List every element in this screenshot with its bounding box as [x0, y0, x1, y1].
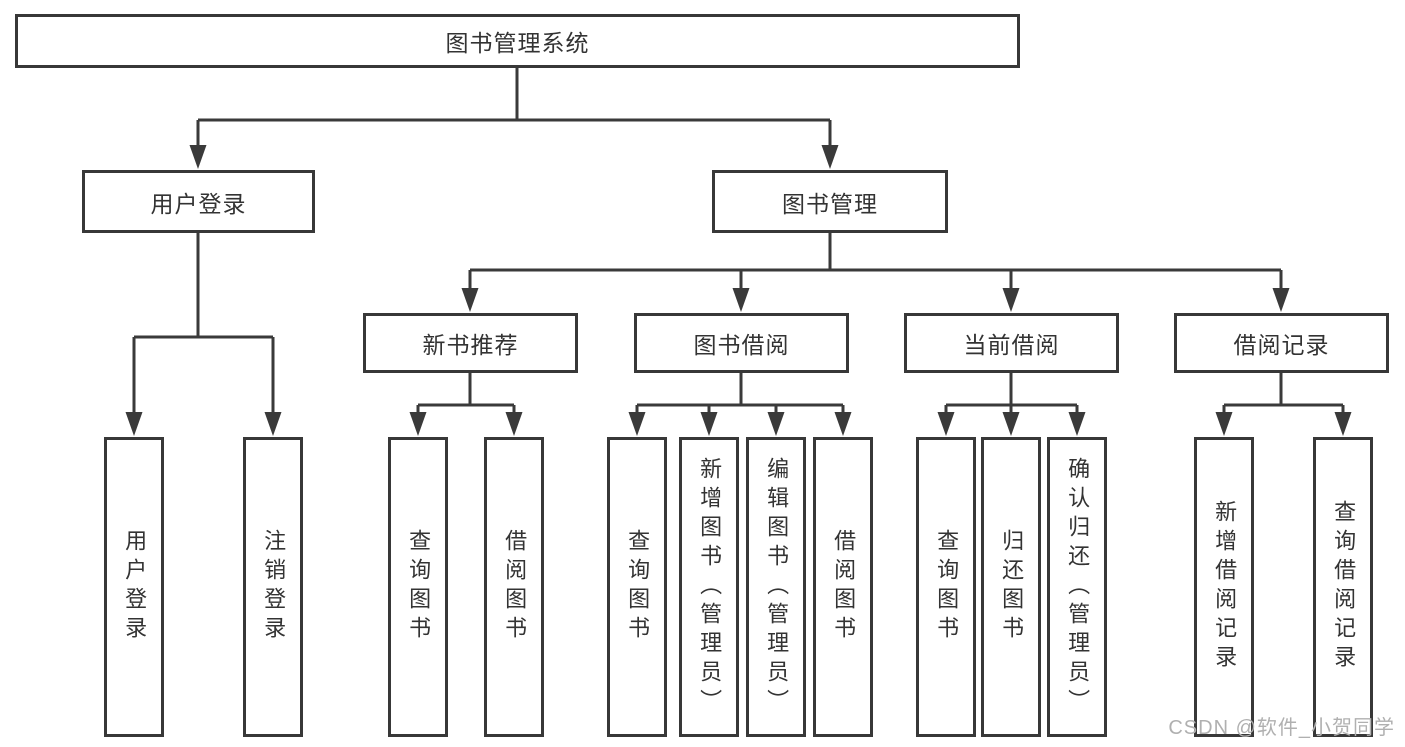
- leaf-query-books-borrow-label: 查询图书: [625, 529, 651, 645]
- node-new-book-recommend-label: 新书推荐: [422, 332, 519, 358]
- node-library-system-label: 图书管理系统: [445, 30, 590, 56]
- leaf-logout: 注销登录: [243, 437, 303, 737]
- node-borrow-records-label: 借阅记录: [1233, 332, 1330, 358]
- leaf-user-login: 用户登录: [104, 437, 164, 737]
- leaf-query-books-recommend: 查询图书: [388, 437, 448, 737]
- leaf-return-book-label: 归还图书: [999, 529, 1025, 645]
- node-book-borrow: 图书借阅: [634, 313, 849, 373]
- node-book-borrow-label: 图书借阅: [693, 332, 790, 358]
- leaf-user-login-label: 用户登录: [122, 529, 148, 645]
- leaf-confirm-return-admin-label: 确认归还（管理员）: [1065, 456, 1091, 718]
- node-new-book-recommend: 新书推荐: [363, 313, 578, 373]
- leaf-add-borrow-record: 新增借阅记录: [1194, 437, 1254, 737]
- leaf-query-borrow-record: 查询借阅记录: [1313, 437, 1373, 737]
- node-book-management-label: 图书管理: [782, 190, 878, 217]
- leaf-confirm-return-admin: 确认归还（管理员）: [1047, 437, 1107, 737]
- leaf-edit-book-admin-label: 编辑图书（管理员）: [764, 456, 790, 718]
- leaf-query-books-borrow: 查询图书: [607, 437, 667, 737]
- leaf-query-books-current: 查询图书: [916, 437, 976, 737]
- leaf-borrow-books-borrow-label: 借阅图书: [831, 529, 857, 645]
- node-library-system: 图书管理系统: [15, 14, 1020, 68]
- node-borrow-records: 借阅记录: [1174, 313, 1389, 373]
- leaf-edit-book-admin: 编辑图书（管理员）: [746, 437, 806, 737]
- node-current-borrow-label: 当前借阅: [963, 332, 1060, 358]
- node-user-login: 用户登录: [82, 170, 315, 233]
- leaf-logout-label: 注销登录: [261, 529, 287, 645]
- leaf-borrow-books-borrow: 借阅图书: [813, 437, 873, 737]
- leaf-add-borrow-record-label: 新增借阅记录: [1212, 500, 1238, 674]
- node-user-login-label: 用户登录: [150, 190, 247, 217]
- node-book-management: 图书管理: [712, 170, 948, 233]
- node-current-borrow: 当前借阅: [904, 313, 1119, 373]
- leaf-borrow-books-recommend: 借阅图书: [484, 437, 544, 737]
- leaf-query-books-current-label: 查询图书: [934, 529, 960, 645]
- leaf-add-book-admin-label: 新增图书（管理员）: [697, 456, 723, 718]
- leaf-return-book: 归还图书: [981, 437, 1041, 737]
- leaf-add-book-admin: 新增图书（管理员）: [679, 437, 739, 737]
- leaf-query-borrow-record-label: 查询借阅记录: [1331, 500, 1357, 674]
- leaf-borrow-books-recommend-label: 借阅图书: [502, 529, 528, 645]
- csdn-watermark: CSDN @软件_小贺同学: [1168, 717, 1395, 739]
- leaf-query-books-recommend-label: 查询图书: [406, 529, 432, 645]
